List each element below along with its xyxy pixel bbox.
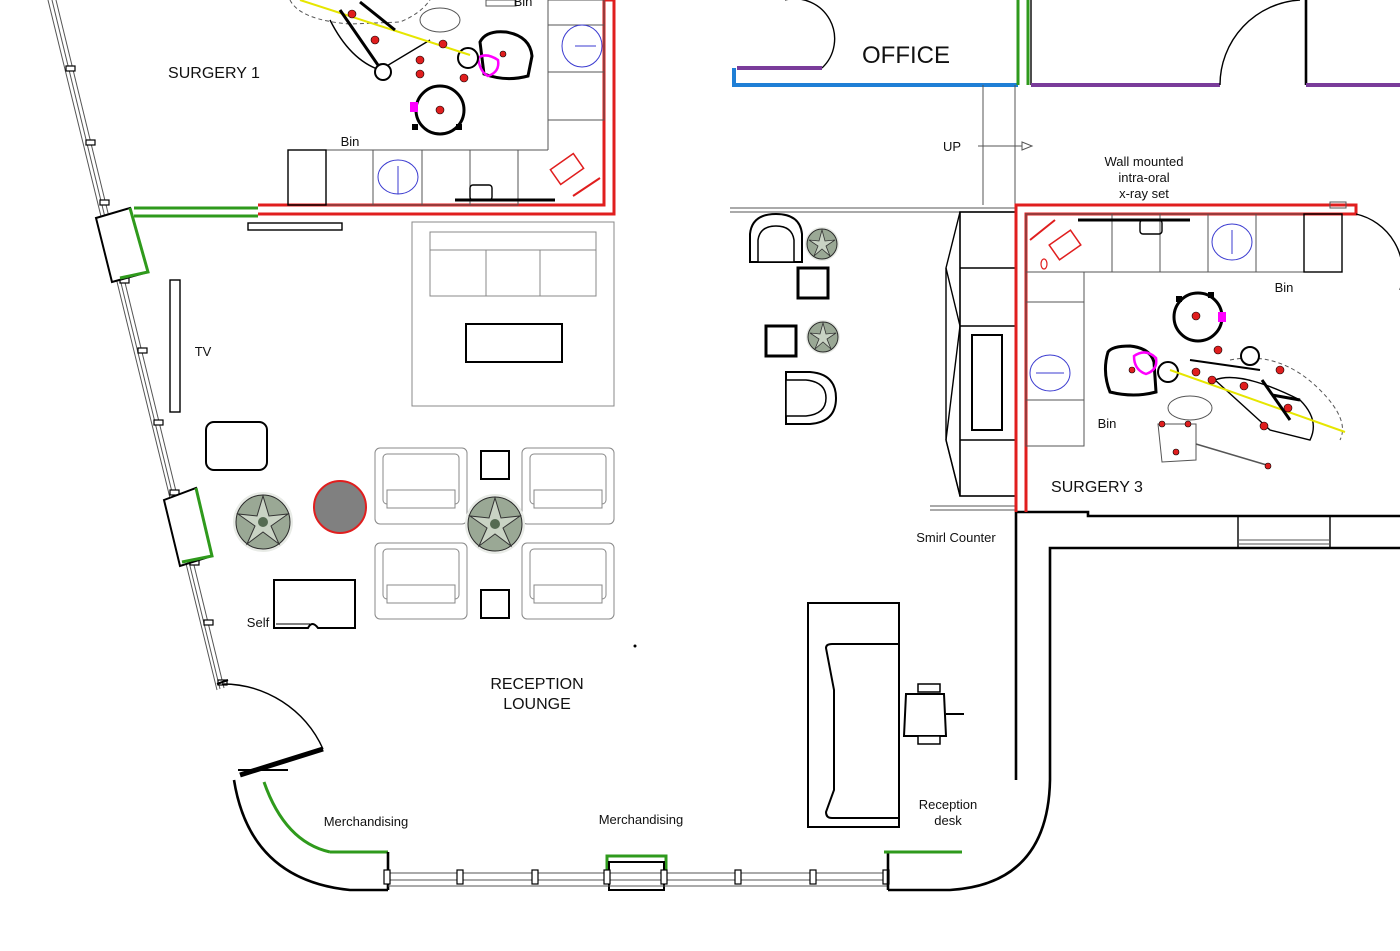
sink-icon	[561, 24, 603, 68]
reception-desk-label: Reception	[919, 797, 978, 812]
lounge-sofa-set	[411, 221, 615, 407]
room-label-reception: RECEPTION	[490, 676, 583, 693]
bin-label: Bin	[1098, 416, 1117, 431]
plant-icon	[805, 319, 841, 355]
tv-label: TV	[195, 344, 212, 359]
sink-icon	[1211, 223, 1253, 261]
self-service-unit: Self	[247, 579, 356, 630]
dental-chair-icon	[289, 0, 471, 83]
surgery-1-cabinetry	[287, 0, 605, 206]
keyboard-icon	[1029, 219, 1082, 270]
bin-label: Bin	[514, 0, 533, 9]
round-rug	[313, 480, 367, 534]
xray-label-3: x-ray set	[1119, 186, 1169, 201]
reception-desk: Reception desk	[807, 602, 978, 828]
room-label-surgery-3: SURGERY 3	[1051, 479, 1143, 496]
xray-unit-icon	[1078, 201, 1347, 235]
stool-icon	[1172, 291, 1226, 343]
office-chair-icon	[902, 683, 964, 745]
xray-label-2: intra-oral	[1118, 170, 1169, 185]
plant-icon	[804, 226, 840, 262]
reception-desk-label-2: desk	[934, 813, 962, 828]
reception-lounge-label: RECEPTION LOUNGE	[490, 676, 583, 713]
surgery-3: Wall mounted intra-oral x-ray set	[1014, 154, 1400, 512]
merchandising-label-center: Merchandising	[599, 812, 684, 827]
room-label-lounge: LOUNGE	[503, 696, 571, 713]
plant-icon	[464, 493, 526, 555]
xray-label-1: Wall mounted	[1105, 154, 1184, 169]
entrance-door	[216, 679, 324, 778]
tv-unit: TV	[169, 222, 343, 413]
armchair-icon	[749, 212, 803, 263]
bin-label: Bin	[1275, 280, 1294, 295]
keyboard-icon	[549, 152, 601, 197]
waiting-area	[730, 207, 1016, 425]
smirl-counter-label: Smirl Counter	[916, 530, 996, 545]
operator-chair-icon	[457, 30, 534, 81]
smirl-counter: Smirl Counter	[916, 211, 1017, 545]
chair-base-icon	[455, 184, 555, 202]
room-label-office: OFFICE	[862, 42, 950, 69]
merchandising-label-left: Merchandising	[324, 814, 409, 829]
bin-label: Bin	[341, 134, 360, 149]
room-label-surgery-1: SURGERY 1	[168, 65, 260, 82]
exterior-wall-bottom: Merchandising Merchandising	[232, 779, 1052, 892]
sink-icon	[1029, 354, 1071, 392]
lounge-armchairs	[374, 447, 615, 620]
operator-chair-icon	[1103, 344, 1179, 397]
interior-wall-right	[1014, 510, 1400, 780]
self-label: Self	[247, 615, 270, 630]
stool-icon	[410, 84, 466, 136]
corridor-stair: UP	[943, 85, 1034, 205]
office: OFFICE	[732, 0, 1400, 87]
stair-up-label: UP	[943, 139, 961, 154]
surgery-3-cabinetry	[1025, 213, 1343, 447]
side-table	[205, 421, 268, 471]
armchair-icon	[785, 371, 838, 425]
exterior-facade-left	[47, 0, 258, 691]
surgery-1: SURGERY 1 Bin Bin	[168, 0, 616, 216]
dental-chair-icon	[1157, 345, 1346, 470]
sink-icon	[377, 159, 419, 195]
plant-icon	[232, 491, 294, 553]
